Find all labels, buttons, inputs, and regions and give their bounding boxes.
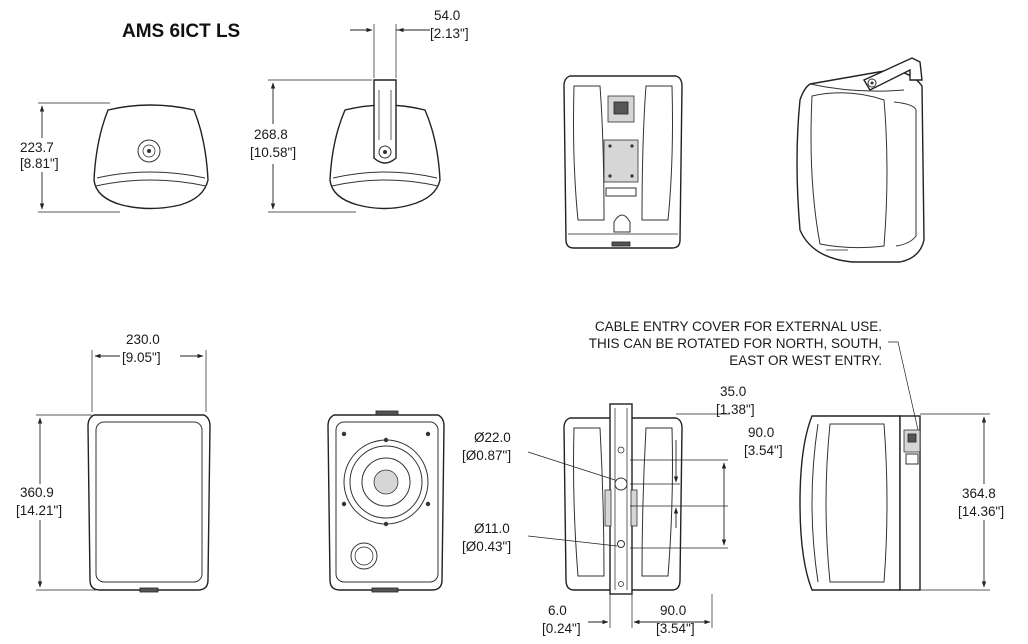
- dim-spacing-90-right-in: [3.54"]: [744, 443, 783, 458]
- front-view: 230.0 [9.05"] 360.9 [14.21"]: [16, 330, 211, 593]
- note-line-2: THIS CAN BE ROTATED FOR NORTH, SOUTH,: [589, 336, 882, 351]
- dim-spacing-90-right-mm: 90.0: [748, 425, 774, 440]
- dim-front-height-mm: 360.9: [20, 485, 54, 500]
- dim-spacing-6-mm: 6.0: [548, 603, 567, 618]
- model-title: AMS 6ICT LS: [122, 21, 240, 42]
- dim-bracket-width-mm: 54.0: [434, 8, 460, 23]
- dim-spacing-90-bottom-mm: 90.0: [660, 603, 686, 618]
- dim-side-height-mm: 364.8: [962, 486, 996, 501]
- dim-hole-small-mm: Ø11.0: [474, 521, 510, 536]
- note-line-3: EAST OR WEST ENTRY.: [729, 353, 882, 368]
- dim-spacing-35-mm: 35.0: [720, 384, 746, 399]
- side-view: CABLE ENTRY COVER FOR EXTERNAL USE. THIS…: [589, 319, 1020, 591]
- dim-side-height-in: [14.36"]: [958, 504, 1004, 519]
- dim-spacing-90-bottom-in: [3.54"]: [656, 621, 695, 636]
- dim-hole-small-in: [Ø0.43"]: [462, 539, 511, 554]
- dim-hole-large-in: [Ø0.87"]: [462, 448, 511, 463]
- rear-view-mount: Ø22.0 [Ø0.87"] Ø11.0 [Ø0.43"] 35.0 [1.38…: [462, 384, 783, 636]
- dim-front-width-mm: 230.0: [126, 332, 160, 347]
- dim-bracket-depth-in: [10.58"]: [250, 145, 296, 160]
- dim-hole-large-mm: Ø22.0: [474, 430, 511, 445]
- top-view: 223.7 [8.81"]: [16, 102, 209, 213]
- front-view-open: [327, 410, 445, 593]
- dim-front-width-in: [9.05"]: [122, 350, 161, 365]
- dim-bracket-depth-mm: 268.8: [254, 127, 288, 142]
- dim-spacing-6-in: [0.24"]: [542, 621, 581, 636]
- dim-bracket-width-in: [2.13"]: [430, 26, 469, 41]
- rear-view: [563, 75, 683, 249]
- top-view-bracket: 54.0 [2.13"] 268.8 [10.58"]: [250, 8, 469, 213]
- dim-top-depth-mm: 223.7: [20, 140, 54, 155]
- dim-front-height-in: [14.21"]: [16, 503, 62, 518]
- note-line-1: CABLE ENTRY COVER FOR EXTERNAL USE.: [595, 319, 882, 334]
- dim-spacing-35-in: [1.38"]: [716, 402, 755, 417]
- dim-top-depth-in: [8.81"]: [20, 156, 59, 171]
- isometric-view: [796, 57, 925, 263]
